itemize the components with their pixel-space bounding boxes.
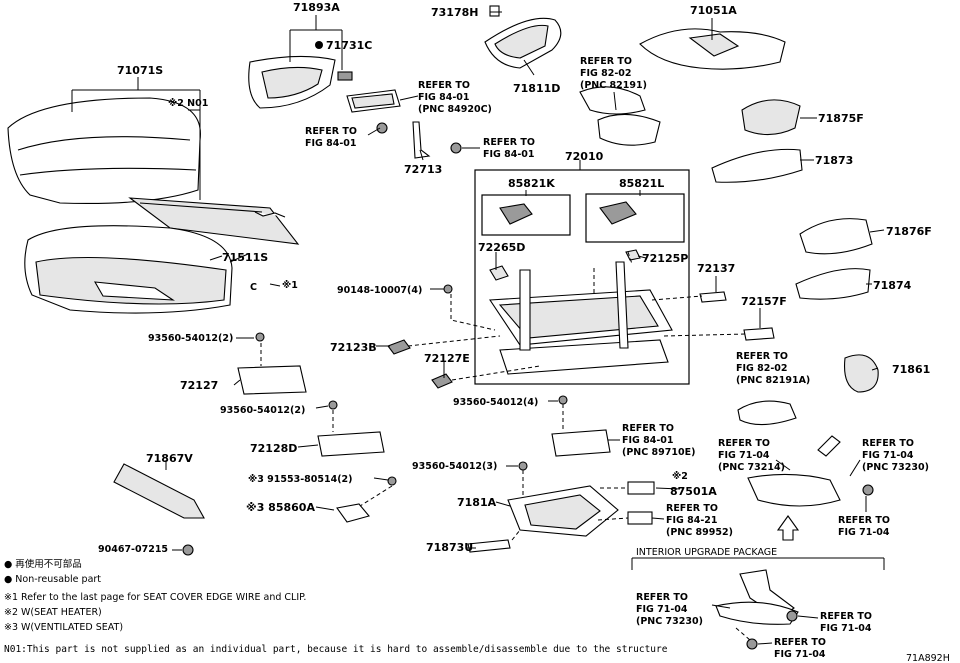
refer-71-04-f-line1: REFER TO	[774, 637, 826, 648]
callout-71874: 71874	[873, 279, 912, 292]
callout-93560-54012-c: 93560-54012(4)	[453, 397, 538, 408]
callout-N01: ※2 N01	[168, 98, 208, 109]
callout-71731C: 71731C	[326, 39, 372, 52]
callout-71861: 71861	[892, 363, 930, 376]
refer-84-01-d-line3: (PNC 89710E)	[622, 447, 695, 458]
refer-71-04-f-line2: FIG 71-04	[774, 649, 826, 660]
callout-71876F: 71876F	[886, 225, 932, 238]
refer-82-02-a-line2: FIG 82-02	[580, 68, 632, 79]
callout-71051A: 71051A	[690, 4, 737, 17]
refer-82-02-b-line3: (PNC 82191A)	[736, 375, 810, 386]
callout-labels: 71893A 71731C 73178H 71811D 71051A 71071…	[98, 1, 932, 660]
callout-71867V: 71867V	[146, 452, 193, 465]
callout-87501A: 87501A	[670, 485, 717, 498]
callout-71873U: 71873U	[426, 541, 473, 554]
refer-71-04-e-line1: REFER TO	[820, 611, 872, 622]
callout-93560-54012-d: 93560-54012(3)	[412, 461, 497, 472]
callout-72123B: 72123B	[330, 341, 377, 354]
callout-72010: 72010	[565, 150, 604, 163]
refer-71-04-c-line2: FIG 71-04	[838, 527, 890, 538]
seat-cushion-cover-group	[7, 97, 300, 245]
callout-85860A: ※3 85860A	[246, 501, 315, 514]
callout-71511S: 71511S	[222, 251, 268, 264]
callout-72713: 72713	[404, 163, 442, 176]
interior-upgrade-package-title: INTERIOR UPGRADE PACKAGE	[636, 547, 777, 558]
bottom-center-parts	[467, 291, 874, 553]
refer-71-04-e-line2: FIG 71-04	[820, 623, 872, 634]
callout-90148-10007: 90148-10007(4)	[337, 285, 422, 296]
refer-84-01-a-line2: FIG 84-01	[418, 92, 470, 103]
refer-71-04-d-line2: FIG 71-04	[636, 604, 688, 615]
leader-lines	[71, 11, 885, 645]
figure-id: 71A892H	[906, 653, 950, 663]
callout-93560-54012-a: 93560-54012(2)	[148, 333, 233, 344]
top-parts-group	[248, 5, 879, 393]
refer-84-01-b-line1: REFER TO	[305, 126, 357, 137]
callout-72265D: 72265D	[478, 241, 525, 254]
callout-72127: 72127	[180, 379, 218, 392]
legend-non-reusable-jp: ● 再使用不可部品	[4, 558, 82, 570]
refer-84-01-c-line2: FIG 84-01	[483, 149, 535, 160]
interior-upgrade-package-box	[631, 557, 885, 650]
callout-90467-07215: 90467-07215	[98, 544, 168, 555]
refer-84-01-c-line1: REFER TO	[483, 137, 535, 148]
callout-star1: ※1	[282, 280, 298, 291]
legend-note-2: ※2 W(SEAT HEATER)	[4, 607, 102, 618]
left-small-parts	[113, 284, 453, 556]
callout-72125P: 72125P	[642, 252, 688, 265]
clip-symbol: C	[250, 282, 257, 293]
refer-84-21-line2: FIG 84-21	[666, 515, 718, 526]
refer-84-21-line1: REFER TO	[666, 503, 718, 514]
refer-84-01-b-line2: FIG 84-01	[305, 138, 357, 149]
refer-71-04-c-line1: REFER TO	[838, 515, 890, 526]
callout-71875F: 71875F	[818, 112, 864, 125]
seat-frame-box	[474, 169, 690, 385]
callout-71873: 71873	[815, 154, 853, 167]
callout-72127E: 72127E	[424, 352, 470, 365]
callout-71893A: 71893A	[293, 1, 340, 14]
callout-93560-54012-b: 93560-54012(2)	[220, 405, 305, 416]
refer-82-02-a-line3: (PNC 82191)	[580, 80, 647, 91]
callout-71071S: 71071S	[117, 64, 163, 77]
refer-82-02-a-line1: REFER TO	[580, 56, 632, 67]
refer-84-01-a-line3: (PNC 84920C)	[418, 104, 492, 115]
callout-73178H: 73178H	[431, 6, 478, 19]
callout-72157F: 72157F	[741, 295, 787, 308]
dashed-assembly-lines	[260, 251, 751, 641]
refer-71-04-d-line3: (PNC 73230)	[636, 616, 703, 627]
refer-82-02-b-line2: FIG 82-02	[736, 363, 788, 374]
legend-note-1: ※1 Refer to the last page for SEAT COVER…	[4, 592, 306, 603]
callout-85821K: 85821K	[508, 177, 555, 190]
refer-71-04-b-line3: (PNC 73230)	[862, 462, 929, 473]
refer-84-21-line3: (PNC 89952)	[666, 527, 733, 538]
refer-71-04-d-line1: REFER TO	[636, 592, 688, 603]
callout-71811D: 71811D	[513, 82, 560, 95]
legend-note-n01: N01:This part is not supplied as an indi…	[4, 644, 668, 655]
callout-72137: 72137	[697, 262, 735, 275]
refer-84-01-a-line1: REFER TO	[418, 80, 470, 91]
refer-71-04-b-line1: REFER TO	[862, 438, 914, 449]
refer-71-04-a-line2: FIG 71-04	[718, 450, 770, 461]
refer-82-02-b-line1: REFER TO	[736, 351, 788, 362]
callout-72128D: 72128D	[250, 442, 297, 455]
callout-91553-80514: ※3 91553-80514(2)	[248, 474, 353, 485]
callout-85821L: 85821L	[619, 177, 664, 190]
callout-7181A: 7181A	[457, 496, 497, 509]
refer-71-04-a-line3: (PNC 73214)	[718, 462, 785, 473]
refer-84-01-d-line1: REFER TO	[622, 423, 674, 434]
seat-cushion-pad-group	[24, 225, 249, 314]
legend-non-reusable-en: ● Non-reusable part	[4, 574, 101, 585]
legend-notes: ● 再使用不可部品 ● Non-reusable part ※1 Refer t…	[4, 558, 950, 663]
refer-84-01-d-line2: FIG 84-01	[622, 435, 674, 446]
refer-71-04-a-line1: REFER TO	[718, 438, 770, 449]
legend-note-3: ※3 W(VENTILATED SEAT)	[4, 622, 123, 633]
callout-star2: ※2	[672, 471, 688, 482]
non-reusable-dot-icon	[315, 41, 323, 49]
refer-71-04-b-line2: FIG 71-04	[862, 450, 914, 461]
